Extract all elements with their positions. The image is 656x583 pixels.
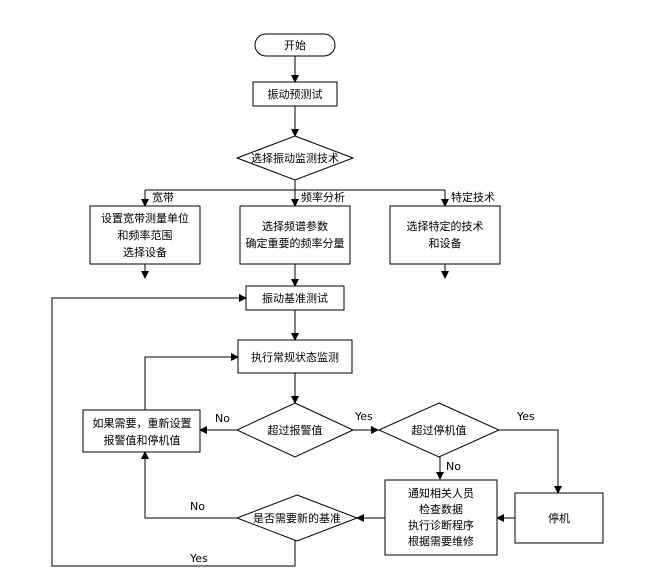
spectrum-line-2: 确定重要的频率分量 — [246, 236, 345, 250]
broadband-line-2: 和频率范围 — [118, 228, 173, 242]
broadband-line-3: 选择设备 — [123, 245, 167, 259]
shutdown-label: 停机 — [548, 511, 570, 525]
branch-spectrum-label: 频率分析 — [301, 190, 345, 204]
branch-broadband-label: 宽带 — [152, 190, 174, 204]
baseline-box — [245, 285, 345, 311]
arrow-new-baseline-no-to-reset — [141, 451, 237, 519]
start-terminal — [254, 33, 336, 57]
notify-line-3: 执行诊断程序 — [408, 518, 474, 532]
arrow-reset-to-routine — [144, 353, 239, 410]
new-baseline-label: 是否需要新的基准 — [253, 511, 341, 525]
notify-line-2: 检查数据 — [419, 502, 463, 516]
broadband-line-1: 设置宽带测量单位 — [101, 211, 189, 225]
select-tech-label: 选择振动监测技术 — [251, 151, 339, 165]
notify-line-4: 根据需要维修 — [408, 534, 474, 548]
reset-line-2: 报警值和停机值 — [104, 433, 181, 447]
notify-box — [384, 479, 498, 556]
yes-label-shutdown: Yes — [516, 410, 535, 423]
notify-line-1: 通知相关人员 — [408, 486, 474, 500]
special-box — [389, 205, 501, 265]
special-line-1: 选择特定的技术 — [407, 219, 484, 233]
yes-label-alarm: Yes — [354, 410, 373, 423]
shutdown-decision — [377, 402, 501, 458]
no-label-shutdown: No — [446, 460, 461, 473]
new-baseline-decision — [235, 494, 359, 542]
alarm-label: 超过报警值 — [268, 423, 323, 437]
yes-label-new-baseline: Yes — [189, 552, 208, 565]
arrow-shutdown-decision-yes-to-shutdown — [499, 429, 562, 494]
spectrum-line-1: 选择频谱参数 — [262, 219, 328, 233]
routine-box — [237, 339, 353, 374]
pretest-label: 振动预测试 — [268, 87, 323, 101]
routine-label: 执行常规状态监测 — [251, 350, 339, 364]
no-label-alarm: No — [215, 412, 230, 425]
select-tech-decision — [235, 135, 355, 181]
start-label: 开始 — [284, 38, 306, 52]
spectrum-box — [239, 205, 351, 265]
pretest-box — [252, 81, 338, 107]
shutdown-decision-label: 超过停机值 — [412, 423, 467, 437]
shutdown-box — [514, 492, 604, 544]
alarm-decision — [235, 402, 355, 458]
no-label-new-baseline: No — [190, 500, 205, 513]
special-line-2: 和设备 — [429, 236, 462, 250]
branch-special-label: 特定技术 — [451, 190, 495, 204]
arrow-new-baseline-yes-to-baseline — [51, 294, 296, 567]
baseline-label: 振动基准测试 — [262, 291, 328, 305]
broadband-box — [89, 205, 201, 265]
reset-box — [82, 409, 201, 453]
reset-line-1: 如果需要，重新设置 — [93, 416, 192, 430]
